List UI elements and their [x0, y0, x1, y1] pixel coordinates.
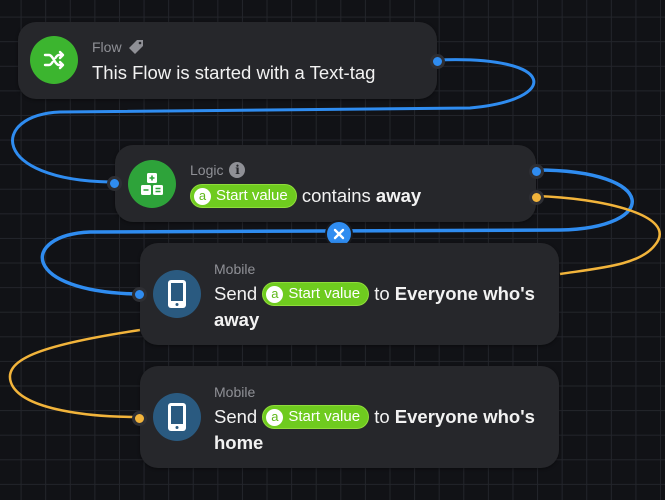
input-port[interactable] — [132, 411, 147, 426]
input-port[interactable] — [132, 287, 147, 302]
text-type-badge: a — [266, 285, 284, 303]
input-port[interactable] — [107, 176, 122, 191]
output-port-false[interactable] — [529, 190, 544, 205]
compare-value: away — [375, 185, 422, 206]
calculator-icon — [128, 160, 176, 208]
node-kind-label: Mobile — [214, 261, 256, 277]
smartphone-icon — [153, 393, 201, 441]
wire-logic-false-continued — [8, 328, 141, 419]
info-icon[interactable]: i — [229, 162, 246, 178]
text-type-badge: a — [266, 408, 284, 426]
node-kind-label: Flow — [92, 39, 144, 55]
flow-trigger-card[interactable]: Flow This Flow is started with a Text-ta… — [18, 22, 445, 99]
close-icon — [333, 228, 345, 240]
output-port-true[interactable] — [529, 164, 544, 179]
shuffle-icon — [30, 36, 78, 84]
node-kind-label: Logic i — [190, 162, 246, 178]
flow-description: This Flow is started with a Text-tag — [92, 62, 376, 83]
node-kind-label: Mobile — [214, 384, 256, 400]
output-port[interactable] — [430, 54, 445, 69]
tag-icon — [128, 40, 143, 54]
text-type-badge: a — [194, 187, 211, 205]
smartphone-icon — [153, 270, 201, 318]
operator-text: contains — [301, 185, 371, 206]
